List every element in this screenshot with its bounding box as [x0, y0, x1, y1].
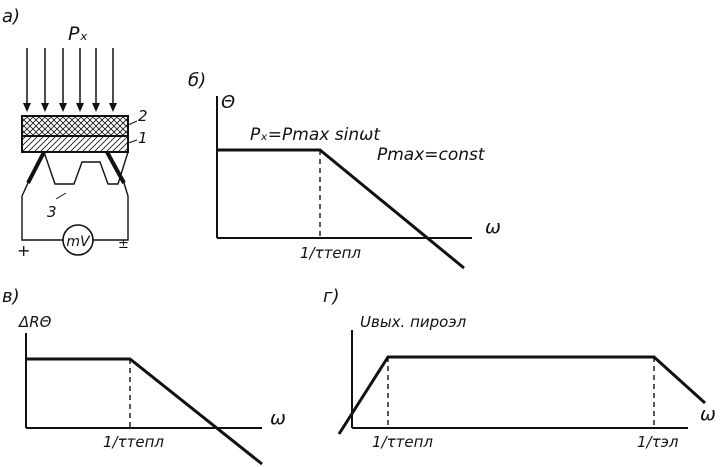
panel-v-graph: в) ΔRΘ ω 1/τтепл: [2, 286, 286, 466]
panel-b-y-label: Θ: [221, 92, 235, 113]
panel-b-tick-label: 1/τтепл: [300, 244, 361, 262]
panel-g-tick-label-2: 1/τэл: [637, 433, 679, 451]
panel-v-tick-label: 1/τтепл: [103, 433, 164, 451]
panel-g-response-curve: [337, 355, 707, 435]
panel-g-x-label: ω: [700, 403, 716, 425]
layer-1-label: 1: [138, 129, 148, 147]
panel-b-graph: б) Θ ω 1/τтепл Pₓ=Pmax sinωt Pmax=const: [188, 70, 501, 270]
left-electrode: [26, 151, 46, 184]
incident-flux-arrows: [23, 48, 117, 112]
panel-b-equation: Pₓ=Pmax sinωt: [250, 125, 381, 145]
electrode-wiring: [21, 151, 129, 241]
flux-label: Pₓ: [68, 23, 88, 45]
right-electrode: [105, 151, 126, 184]
panel-v-x-label: ω: [270, 407, 286, 429]
wire-label: 3: [47, 203, 57, 221]
panel-g-graph: г) Uвых. пироэл ω 1/τтепл 1/τэл: [323, 286, 716, 451]
panel-g-letter: г): [323, 286, 339, 307]
flux-arrow-head: [23, 103, 31, 112]
panel-v-y-label: ΔRΘ: [18, 313, 52, 331]
leader-line-2: [127, 120, 138, 126]
leader-line-1: [127, 139, 138, 144]
flux-arrow-head: [59, 103, 67, 112]
layer-2-label: 2: [138, 107, 148, 125]
minus-terminal: ±: [118, 237, 129, 252]
panel-v-letter: в): [2, 286, 20, 307]
meter-label: mV: [66, 234, 91, 250]
sensor-layer-1: [21, 135, 129, 153]
panel-a-letter: а): [2, 6, 20, 27]
millivoltmeter: [62, 224, 94, 256]
panel-a-sensor: а) Pₓ 2 1 3: [2, 6, 148, 260]
flux-arrow-head: [109, 103, 117, 112]
flux-arrow-head: [41, 103, 49, 112]
absorber-layer-2: [21, 115, 129, 137]
panel-b-pmax-const: Pmax=const: [377, 145, 486, 165]
panel-b-x-label: ω: [485, 216, 501, 238]
panel-b-letter: б): [188, 70, 206, 91]
plus-terminal: +: [17, 241, 30, 260]
panel-g-y-label: Uвых. пироэл: [360, 313, 467, 331]
panel-g-tick-label-1: 1/τтепл: [372, 433, 433, 451]
flux-arrow-head: [76, 103, 84, 112]
flux-arrow-head: [92, 103, 100, 112]
